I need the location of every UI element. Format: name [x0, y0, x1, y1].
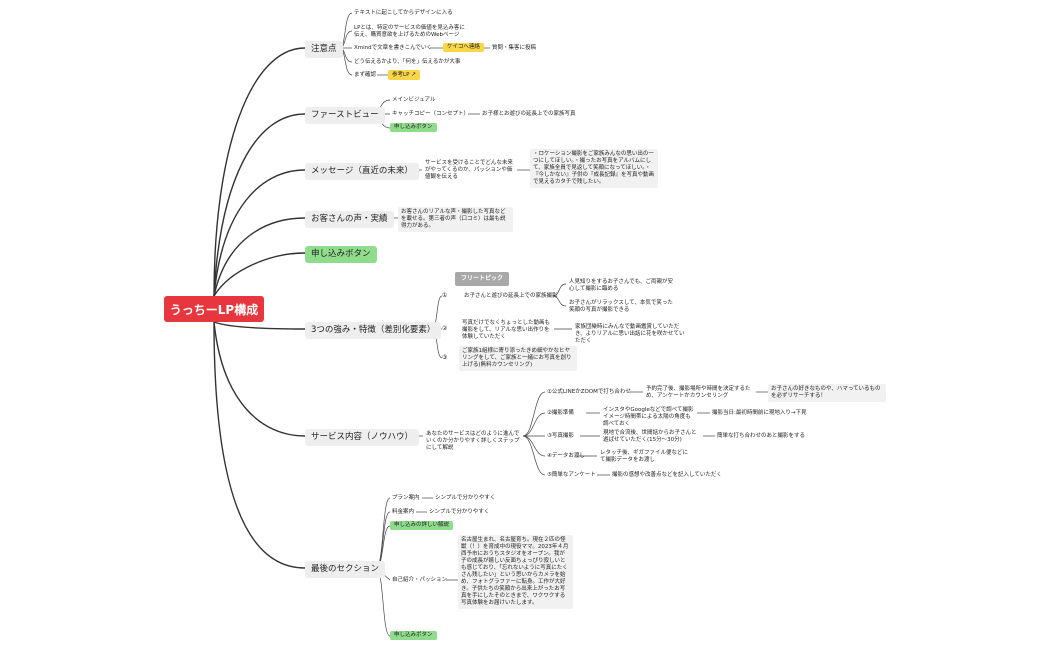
service-step-5-sub[interactable]: 撮影の感想や改善点などを記入していただく	[612, 472, 722, 478]
message-detail[interactable]: ・ロケーション撮影をご家族みんなの思い出の一つにしてほしい。・撮ったお写真をアル…	[530, 149, 658, 188]
topic-firstview[interactable]: ファーストビュー	[305, 107, 385, 124]
service-step-1[interactable]: ①公式LINEかZOOMで打ち合わせ	[547, 389, 631, 395]
service-step-1-sub2[interactable]: お子さんの好きなものや、ハマっているものを必ずリサーチする！	[768, 384, 886, 402]
strength-1-number: ①	[442, 292, 448, 299]
reference-lp-label: 参考LP	[392, 72, 410, 78]
topic-service[interactable]: サービス内容（ノウハウ）	[305, 429, 420, 446]
strength-2-sub-1[interactable]: 家族団欒時にみんなで動画鑑賞していただき、よりリアルに思い出話に花を咲かせていた…	[575, 324, 685, 344]
last-apply-detail-tag[interactable]: 申し込みの詳しい解説	[390, 521, 454, 530]
last-plan-sub[interactable]: シンプルで分かりやすく	[435, 495, 496, 501]
topic-voice[interactable]: お客さんの声・実績	[305, 211, 394, 228]
service-step-4-sub[interactable]: レタッチ後、ギガファイル便などにて撮影データをお渡し	[600, 450, 689, 463]
caution-item-3[interactable]: Xmindで文章を書きこんでいく	[354, 45, 432, 51]
last-plan[interactable]: プラン案内	[392, 495, 420, 501]
caution-item-4[interactable]: どう伝えるかより、「何を」伝えるかが大事	[354, 59, 461, 65]
service-step-3-sub[interactable]: 現地で合流後、世間話からお子さんと遊ばせていただく(15分〜30分)	[603, 430, 697, 443]
strength-2-text[interactable]: 写真だけでなくちょっとした動画も撮影をして、リアルな思い出作りを体験していただく	[462, 320, 551, 340]
strength-1-sub-2[interactable]: お子さんがリラックスして、本気で笑った笑顔の写真が撮影できる	[569, 300, 673, 313]
service-step-2-sub[interactable]: インスタやGoogleなどで調べて撮影イメージ時間帯による太陽の角度も調べておく	[603, 407, 694, 427]
caution-keiko-sub[interactable]: 質問・集客に投稿	[492, 45, 537, 51]
topic-last-section[interactable]: 最後のセクション	[305, 561, 386, 578]
firstview-catch-sub[interactable]: お子様とお遊びの延長上での家族写真	[482, 111, 576, 117]
last-price[interactable]: 料金案内	[392, 509, 415, 515]
strength-1-sub-1[interactable]: 人見知りをするお子さんでも、ご両親が安心して撮影に臨める	[569, 279, 674, 292]
external-link-icon[interactable]: ↗	[411, 71, 417, 78]
caution-item-5[interactable]: まず確認	[354, 72, 377, 78]
last-intro-text[interactable]: 名古屋生まれ、名古屋育ち。現在２匹の怪獣（！）を育成中の現役ママ。2023年４月…	[458, 535, 574, 609]
root-topic[interactable]: うっちーLP構成	[164, 296, 264, 322]
firstview-apply-button[interactable]: 申し込みボタン	[390, 123, 437, 132]
topic-caution[interactable]: 注意点	[305, 41, 343, 58]
service-step-5[interactable]: ⑤簡単なアンケート	[547, 472, 596, 478]
caution-item-2[interactable]: LPとは、特定のサービスの価値を見込み客に伝え、購買意欲を上げるためのWebペー…	[354, 25, 465, 38]
message-desc[interactable]: サービスを受けることでどんな未来がやってくるのか、パッションや価値観を伝える	[425, 160, 513, 180]
voice-desc[interactable]: お客さんのリアルな声・撮影した写真などを載せる。第三者の声（口コミ）は最も説得力…	[398, 207, 513, 232]
caution-keiko-tag[interactable]: ケイコへ連絡	[443, 43, 484, 52]
strength-3-text[interactable]: ご家族1組様に寄り添ったきめ細やかなヒヤリングをして、ご家族と一緒にお写真を創り…	[459, 346, 577, 371]
service-desc[interactable]: あなたのサービスはどのように進んでいくのか分かりやすく詳しくステップにして解説	[426, 431, 520, 451]
last-price-sub[interactable]: シンプルで分かりやすく	[429, 509, 490, 515]
strength-2-number: ②	[442, 325, 448, 332]
topic-strengths[interactable]: 3つの強み・特徴（差別化要素）	[305, 322, 442, 339]
firstview-item-1[interactable]: メインビジュアル	[392, 97, 436, 103]
topic-apply-button[interactable]: 申し込みボタン	[305, 246, 377, 263]
last-apply-button[interactable]: 申し込みボタン	[390, 631, 437, 640]
service-step-3-sub2[interactable]: 簡単な打ち合わせのあと撮影をする	[717, 433, 806, 439]
service-step-2[interactable]: ②撮影準備	[547, 410, 574, 416]
service-step-1-sub[interactable]: 予約完了後、撮影場所や時間を決定するため、アンケートかカウンセリング	[646, 386, 751, 399]
service-step-2-sub2[interactable]: 撮影当日:最初時間前に現地入り→下見	[712, 410, 807, 416]
service-step-4[interactable]: ④データお渡し	[547, 453, 585, 459]
topic-message[interactable]: メッセージ（直近の未来）	[305, 163, 419, 180]
caution-item-1[interactable]: テキストに起こしてからデザインに入る	[354, 10, 453, 16]
last-intro[interactable]: 自己紹介・パッション	[392, 577, 448, 583]
strength-3-number: ③	[442, 354, 448, 361]
reference-lp-tag[interactable]: 参考LP ↗	[388, 70, 421, 80]
service-step-3[interactable]: ③写真撮影	[547, 433, 574, 439]
strength-1-text[interactable]: お子さんと遊びの延長上での家族撮影	[464, 293, 558, 299]
firstview-item-2[interactable]: キャッチコピー（コンセプト）	[392, 111, 470, 117]
floating-topic-tag[interactable]: フリートピック	[455, 272, 510, 286]
